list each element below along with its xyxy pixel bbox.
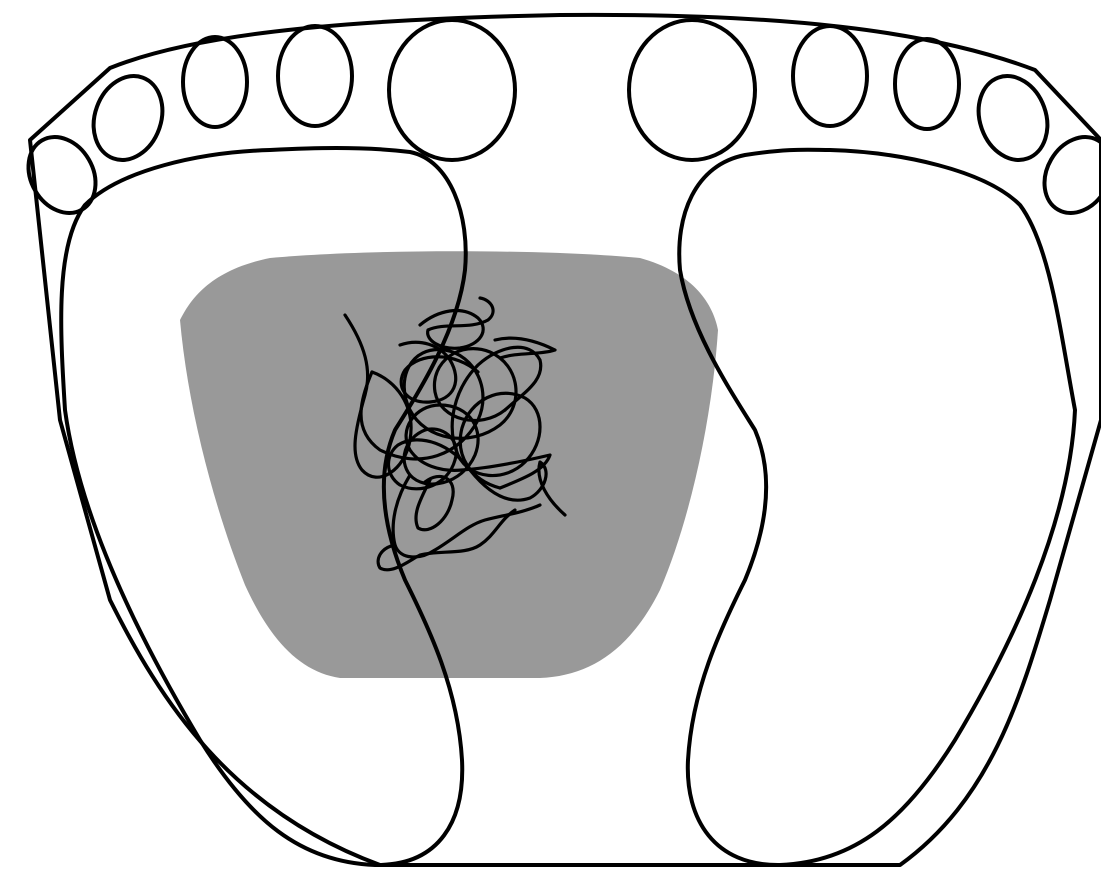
pressure-region <box>180 251 718 678</box>
right-big-toe <box>629 20 755 160</box>
right-second-toe <box>793 26 867 126</box>
right-little-toe <box>1031 125 1101 225</box>
left-big-toe <box>389 20 515 160</box>
left-third-toe <box>183 37 247 127</box>
right-third-toe <box>895 39 959 129</box>
left-second-toe <box>278 26 352 126</box>
right-foot-outline <box>679 150 1075 865</box>
